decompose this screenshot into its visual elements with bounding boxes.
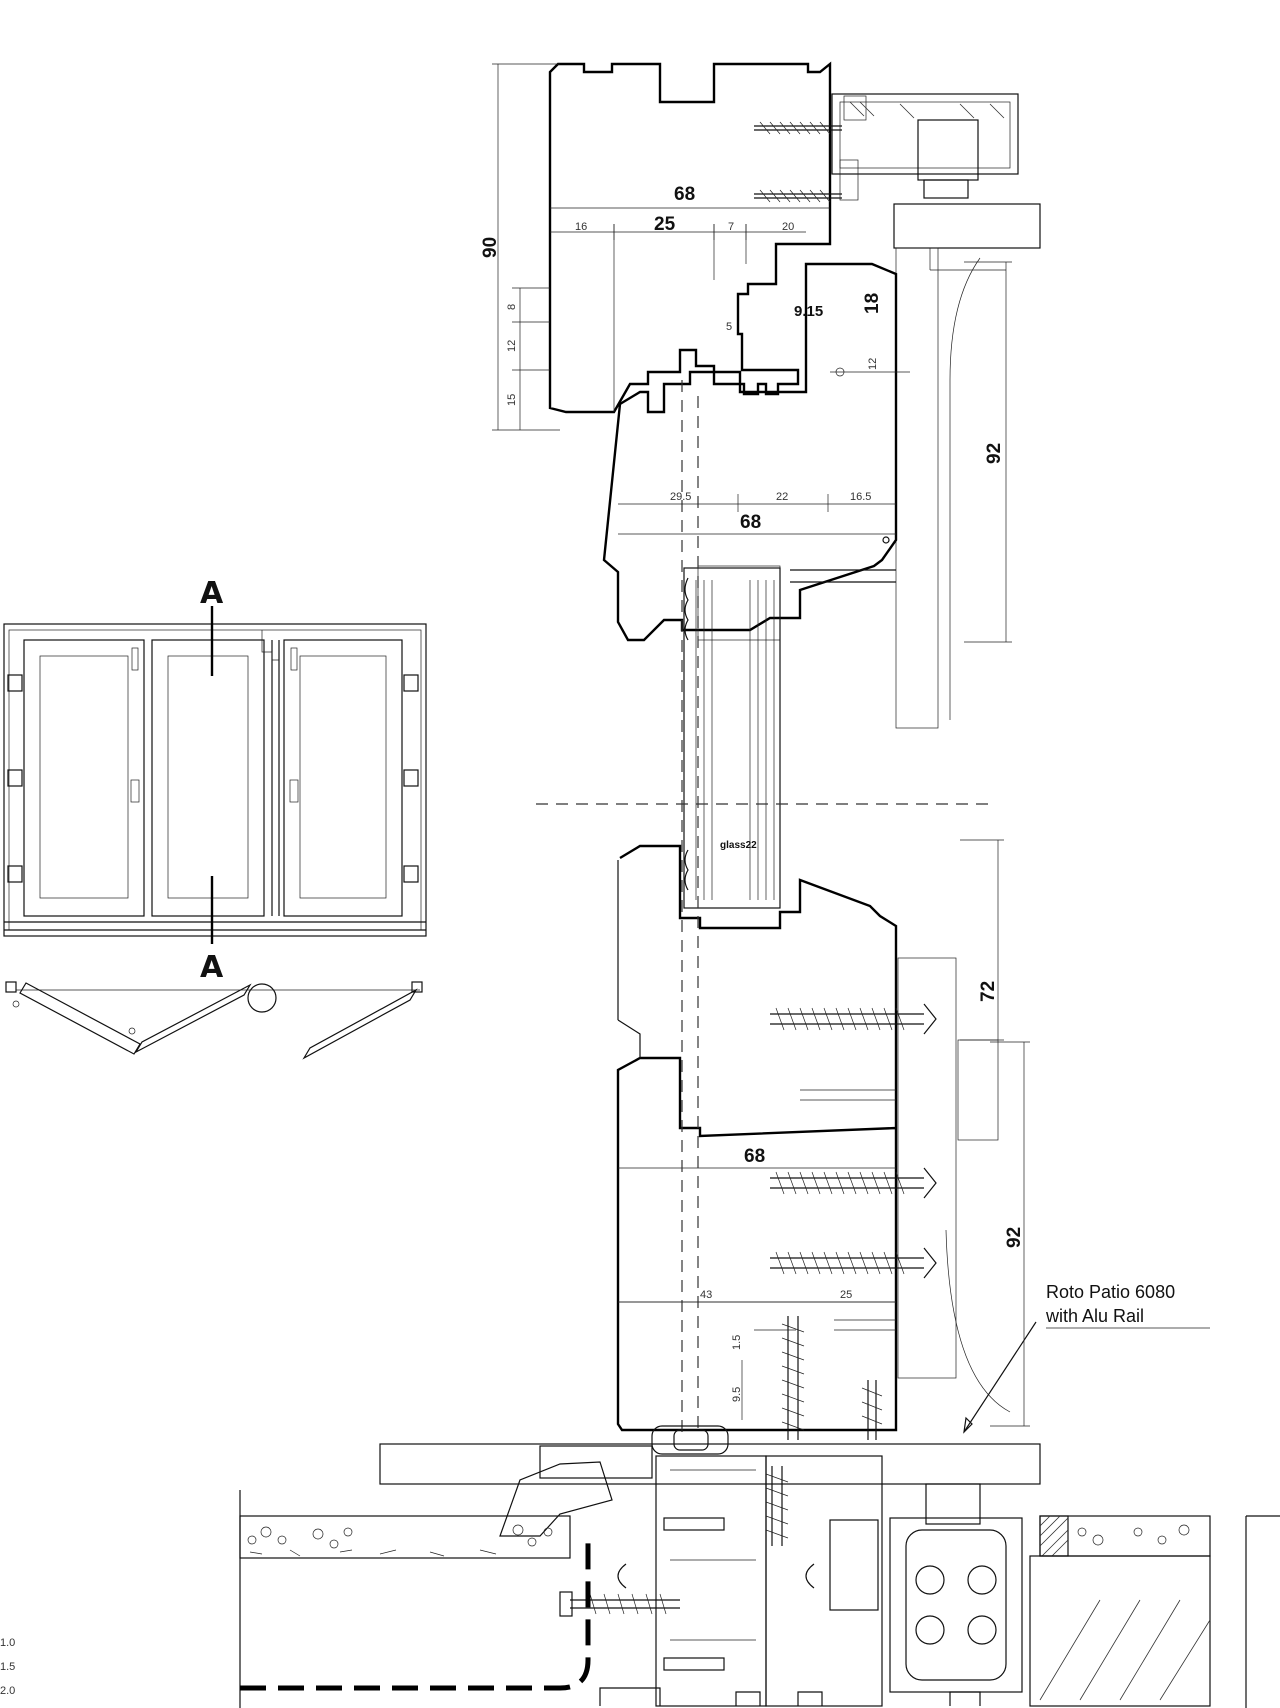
dim-sash-depth-bottom: 68	[744, 1146, 765, 1167]
dim-bottom-43: 43	[700, 1289, 712, 1301]
floor-left	[239, 1490, 591, 1708]
dimension-lines	[492, 63, 1030, 1427]
top-rail	[831, 93, 1041, 729]
legend-1: 1.0	[0, 1637, 15, 1649]
note-leader	[963, 1321, 1037, 1433]
dim-5: 5	[726, 321, 732, 333]
dim-gap: 18	[862, 293, 883, 314]
glass-label: glass22	[720, 840, 757, 851]
dim-sash-16: 16.5	[850, 491, 871, 503]
dim-15: 15	[506, 394, 518, 406]
legend-3: 2.0	[0, 1685, 15, 1697]
dim-top-20: 20	[782, 221, 794, 233]
frame-profile-top	[548, 61, 842, 414]
legend-2: 1.5	[0, 1661, 15, 1673]
dim-bottom-9-5: 9.5	[731, 1387, 743, 1402]
glass-unit	[683, 567, 781, 909]
screw-1	[770, 1003, 937, 1035]
screw-2	[770, 1167, 937, 1199]
screw-horizontal	[559, 1591, 680, 1617]
sash-profile-top	[602, 262, 910, 642]
dim-top-16: 16	[575, 221, 587, 233]
dim-8: 8	[506, 304, 518, 310]
screw-vertical-2	[861, 1380, 883, 1440]
dim-sash-22: 22	[776, 491, 788, 503]
sash-profile-bottom	[616, 844, 1011, 1432]
dim-sash-top-height: 92	[984, 443, 1005, 464]
hardware-note-line1: Roto Patio 6080	[1046, 1282, 1175, 1302]
section-label-bottom: A	[200, 950, 224, 985]
dim-sash-bottom-height: 92	[1004, 1227, 1025, 1248]
screw-vertical-1	[781, 1316, 805, 1440]
folding-plan	[5, 981, 423, 1060]
dim-12: 12	[506, 340, 518, 352]
dim-bottom-1-5: 1.5	[731, 1335, 743, 1350]
elevation-view	[3, 606, 427, 944]
bottom-rail	[379, 1316, 1041, 1707]
dim-seal: 9.15	[794, 303, 823, 320]
note-leader-arrow	[963, 1416, 973, 1434]
screw-vertical-3	[765, 1466, 789, 1546]
hardware-note-line2: with Alu Rail	[1045, 1306, 1144, 1326]
dim-rebate: 25	[654, 214, 676, 235]
dim-frame-height: 90	[480, 237, 501, 258]
floor-right	[1029, 1515, 1280, 1708]
dim-sash-mid: 72	[978, 981, 999, 1002]
dim-sash-depth: 68	[740, 512, 761, 533]
dim-bottom-25: 25	[840, 1289, 852, 1301]
dim-top-7: 7	[728, 221, 734, 233]
dim-sash-29: 29.5	[670, 491, 691, 503]
dim-frame-depth: 68	[674, 184, 695, 205]
screw-3	[770, 1247, 937, 1279]
section-label-top: A	[200, 576, 224, 611]
dim-12b: 12	[867, 358, 879, 370]
